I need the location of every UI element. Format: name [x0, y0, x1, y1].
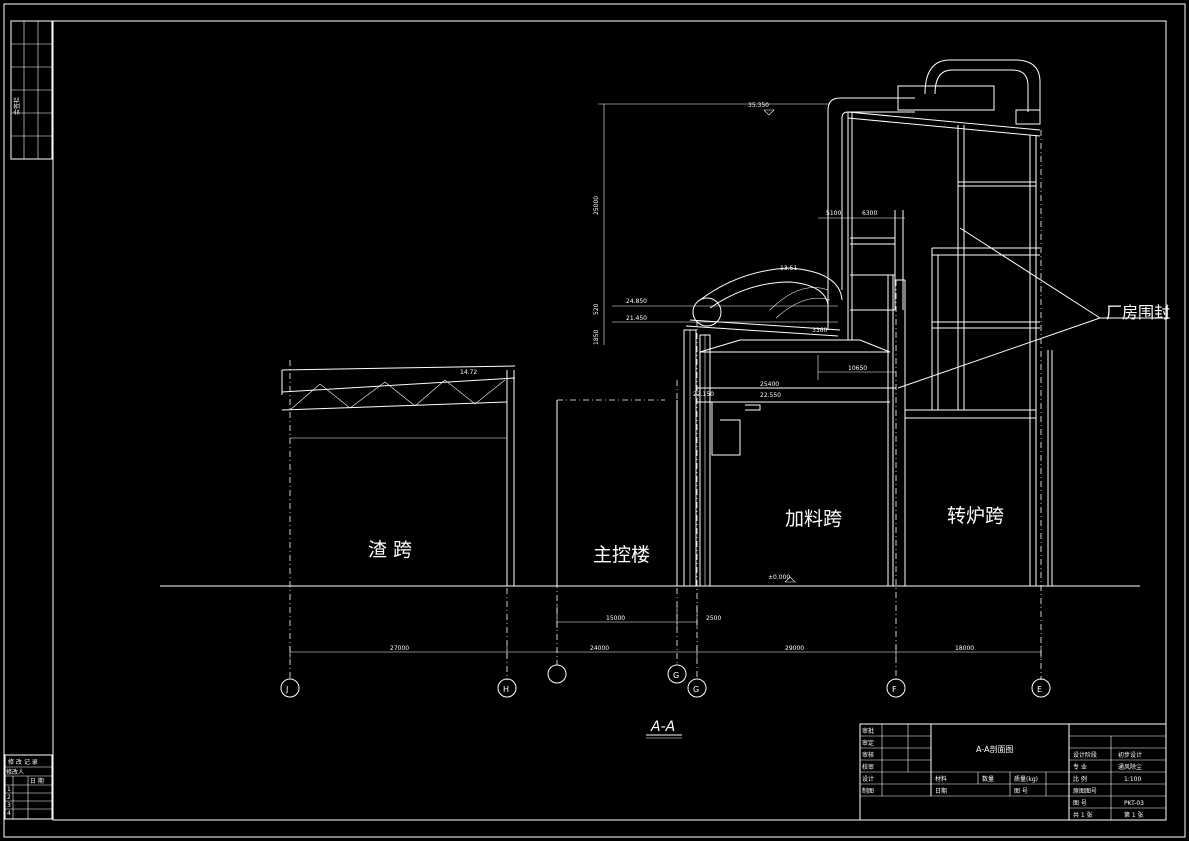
dim-1850: 1850	[593, 330, 600, 345]
converter-bay-structure: 5100 6300	[818, 111, 1053, 586]
revision-header-2: 日 期	[30, 777, 44, 785]
axis-bubbles: J H G G F E	[280, 664, 1051, 698]
tb-right-value: 第 1 张	[1124, 811, 1144, 819]
level-21450: 21.450	[626, 315, 647, 322]
enclosure-label: 厂房围封	[1106, 303, 1170, 322]
axis-label: G	[673, 671, 679, 680]
dim-6300: 6300	[862, 210, 877, 217]
revision-title: 修 改 记 录	[8, 758, 38, 766]
tb-right-value: 通风除尘	[1118, 763, 1142, 771]
room-converter-bay: 转炉跨	[947, 505, 1004, 527]
duct-path: 13.51	[612, 59, 1041, 337]
tb-right-value: 初步设计	[1118, 751, 1142, 759]
revision-box: 修 改 记 录 修改人 日 期 1 2 3 4	[4, 754, 53, 820]
dim-3360: 3360	[812, 327, 827, 334]
dim-520: 520	[593, 303, 600, 315]
level-22550: 22.550	[760, 392, 781, 399]
tb-right-label: 设计阶段	[1073, 751, 1097, 759]
charging-bay-structure: 10650 25400 3360 22.550 22.150 ±0.000	[683, 275, 906, 587]
tb-left-top: 校审	[862, 763, 874, 771]
vertical-dimensions: 25000 520 1850 35.350 24.850 21.450	[593, 102, 830, 345]
roof-level-label: 14.72	[460, 369, 477, 376]
dim-10650: 10650	[848, 365, 867, 372]
axis-label: G	[693, 685, 699, 694]
revision-row: 3	[7, 802, 11, 809]
axis-label: H	[503, 685, 509, 694]
tb-mid-label: 日期	[935, 787, 947, 795]
tb-mid-label: 图 号	[1014, 788, 1028, 795]
room-slag-bay: 渣 跨	[368, 539, 412, 561]
room-charging-bay: 加料跨	[785, 508, 842, 530]
axis-lines	[289, 130, 1042, 680]
tb-left-top: 审核	[862, 751, 874, 759]
outer-border	[3, 3, 1186, 838]
axis-label: E	[1037, 685, 1042, 694]
tb-right-value: 1:100	[1124, 776, 1141, 783]
dim-24000: 24000	[590, 645, 609, 652]
dim-25400: 25400	[760, 381, 779, 388]
dim-13-51: 13.51	[780, 265, 797, 272]
dimension-lines: 27000 24000 29000 18000 15000 2500	[289, 605, 1042, 658]
title-block: 审批 审定 审核 校审 设计 制图 A-A剖面图 材料 数量 质量(kg) 日期…	[859, 723, 1167, 821]
revision-row: 1	[7, 786, 11, 793]
dim-5100: 5100	[826, 210, 841, 217]
tb-left-top: 审批	[862, 727, 874, 735]
tb-left-top: 审定	[862, 739, 874, 747]
tb-left-top: 制图	[862, 787, 874, 795]
dim-2500: 2500	[706, 615, 721, 622]
stamp-label: 会签栏	[13, 97, 21, 115]
section-title-text: A-A	[650, 719, 675, 735]
slag-bay-structure: 14.72	[281, 365, 516, 586]
enclosure-annotation: 厂房围封	[897, 227, 1170, 389]
level-22150: 22.150	[693, 391, 714, 398]
level-35350: 35.350	[748, 102, 769, 109]
room-control-building: 主控楼	[593, 544, 650, 566]
revision-row: 2	[7, 794, 11, 801]
axis-label: F	[892, 685, 897, 694]
level-ground: ±0.000	[768, 574, 790, 581]
section-title: A-A	[646, 719, 682, 739]
drawing-name: A-A剖面图	[976, 744, 1013, 754]
tb-mid-label: 材料	[935, 775, 947, 783]
tb-mid-label: 质量(kg)	[1014, 775, 1038, 783]
tb-right-label: 比 例	[1073, 775, 1087, 783]
stamp-box: 会签栏	[10, 20, 53, 160]
dim-27000: 27000	[390, 645, 409, 652]
tb-right-value: PKT-03	[1124, 800, 1144, 807]
control-building-structure	[556, 399, 678, 586]
dim-25000: 25000	[593, 196, 600, 215]
dim-29000: 29000	[785, 645, 804, 652]
dim-18000: 18000	[955, 645, 974, 652]
tb-left-top: 设计	[862, 775, 874, 783]
tb-right-label: 专 业	[1073, 763, 1087, 771]
revision-row: 4	[7, 810, 11, 817]
tb-right-label: 原图图号	[1073, 788, 1097, 795]
tb-right-label: 共 1 张	[1073, 811, 1093, 819]
level-24850: 24.850	[626, 298, 647, 305]
dim-15000: 15000	[606, 615, 625, 622]
tb-right-label: 图 号	[1073, 800, 1087, 807]
axis-label: J	[285, 685, 288, 694]
inner-border	[52, 20, 1167, 821]
revision-header-1: 修改人	[6, 768, 24, 776]
tb-mid-label: 数量	[982, 775, 994, 783]
